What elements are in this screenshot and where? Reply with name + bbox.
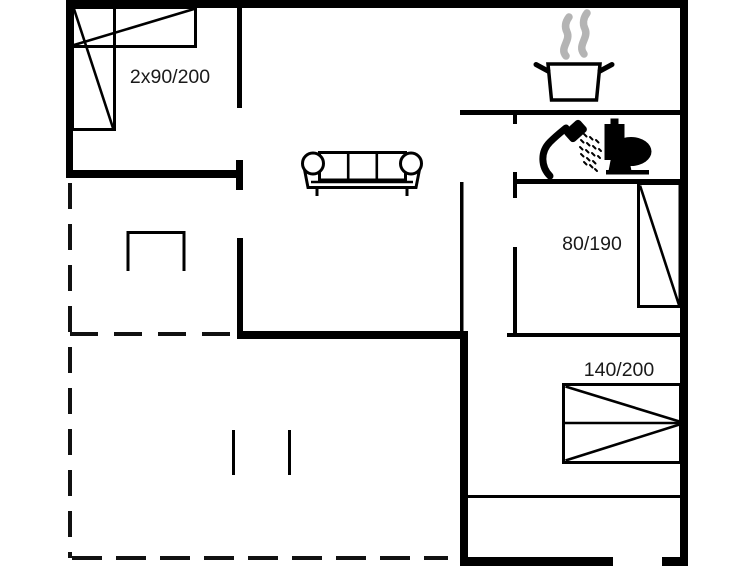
wall-entrance-top — [464, 495, 681, 498]
single-bed-icon — [637, 182, 682, 308]
steam-left — [560, 13, 573, 60]
toilet-pedestal — [608, 158, 632, 171]
wall-left — [66, 0, 73, 178]
terrace-dashed-boundary — [68, 183, 448, 560]
exterior-walls — [66, 0, 688, 566]
master-bed-diagonal-bottom — [565, 423, 680, 462]
interior-walls-thick — [66, 160, 468, 566]
wall-bedroom1-bottom — [66, 170, 243, 178]
wall-bedroom2-left — [513, 247, 517, 335]
shower-spray — [579, 133, 602, 172]
bed-horizontal-outline — [71, 6, 197, 48]
wall-right — [680, 0, 688, 566]
bed-horizontal-diagonal — [73, 7, 195, 47]
single-bed-outline — [637, 182, 682, 308]
double-bed-size-label: 2x90/200 — [130, 66, 210, 88]
toilet-button — [610, 118, 619, 126]
master-bed-size-label: 140/200 — [584, 359, 655, 381]
opening-markers — [232, 430, 291, 475]
wall-living-left-lower — [237, 238, 243, 333]
wall-bath-left-stub-mid — [513, 172, 517, 198]
bed-vertical-diagonal — [72, 8, 115, 129]
wall-hall-right-thick — [460, 331, 468, 566]
shower-head — [564, 119, 587, 143]
master-bed-icon — [562, 383, 682, 464]
sofa-arm-right — [399, 151, 423, 176]
wall-bath-bottom — [513, 179, 681, 184]
table-icon — [126, 231, 186, 271]
steam-right — [578, 9, 591, 58]
wall-bottom-right-of-door — [662, 557, 688, 566]
sofa-body — [302, 166, 422, 189]
cooking-pot-icon — [533, 9, 615, 102]
wall-top — [66, 0, 688, 8]
shower-icon — [539, 119, 602, 180]
interior-walls-thin — [237, 8, 681, 498]
wall-living-right-thin — [460, 182, 464, 332]
wall-bottom-left-of-door — [460, 557, 613, 566]
wall-stub-bedroom1 — [236, 160, 243, 190]
toilet-base — [606, 170, 649, 175]
sofa-icon — [301, 151, 423, 196]
wall-bath-left-stub-top — [513, 110, 517, 124]
sofa-arm-left — [301, 151, 325, 176]
single-bed-size-label: 80/190 — [562, 233, 622, 255]
wall-living-bottom — [237, 331, 467, 339]
shower-hose — [539, 124, 570, 180]
pot-handle-right — [597, 62, 615, 74]
master-bed-diagonal-top — [565, 385, 680, 423]
wall-bedroom1-right-upper — [237, 8, 242, 108]
single-bed-diagonal — [638, 185, 681, 306]
pot-handle-left — [533, 62, 551, 74]
wall-bedroom2-bottom — [507, 333, 681, 337]
sofa-cushions — [318, 151, 407, 182]
pot-body — [546, 62, 602, 102]
toilet-icon — [604, 118, 652, 175]
double-bed-icon — [71, 6, 197, 131]
steam-icon — [560, 9, 591, 60]
wall-kitchen-bottom — [460, 110, 681, 115]
